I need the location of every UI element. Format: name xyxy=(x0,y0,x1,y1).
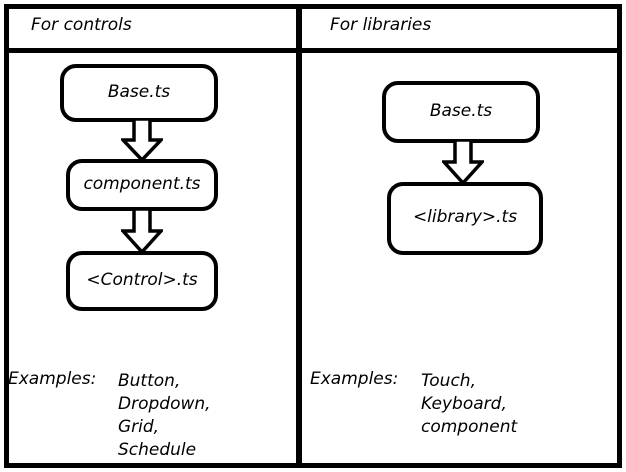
list-item: Touch, xyxy=(421,371,476,391)
node-base-ts-libraries: Base.ts xyxy=(382,81,540,143)
node-control-ts-controls: <Control>.ts xyxy=(66,251,218,311)
examples-label-libraries: Examples: xyxy=(310,369,399,389)
node-label: Base.ts xyxy=(107,81,171,102)
node-label: <Control>.ts xyxy=(86,269,198,290)
node-component-ts-controls: component.ts xyxy=(66,159,218,211)
list-item: Keyboard, xyxy=(421,394,507,414)
list-item: component xyxy=(421,417,518,437)
arrow-component-to-control xyxy=(121,208,163,254)
list-item: Dropdown, xyxy=(118,394,211,414)
node-label: <library>.ts xyxy=(412,207,518,227)
node-label: Base.ts xyxy=(429,100,493,121)
list-item: Schedule xyxy=(118,440,197,460)
examples-list-libraries: Touch, Keyboard, component xyxy=(421,370,517,439)
list-item: Button, xyxy=(118,371,181,391)
arrow-base-to-component xyxy=(121,118,163,162)
header-row-divider xyxy=(4,48,622,53)
arrow-base-to-library xyxy=(442,139,484,185)
column-header-libraries: For libraries xyxy=(330,15,432,35)
list-item: Grid, xyxy=(118,417,160,437)
node-base-ts-controls: Base.ts xyxy=(60,64,218,122)
examples-list-controls: Button, Dropdown, Grid, Schedule xyxy=(118,370,211,462)
examples-label-controls: Examples: xyxy=(8,369,97,389)
column-header-controls: For controls xyxy=(31,15,132,35)
node-library-ts-libraries: <library>.ts xyxy=(387,182,543,255)
node-label: component.ts xyxy=(83,173,201,194)
column-divider xyxy=(296,4,302,468)
